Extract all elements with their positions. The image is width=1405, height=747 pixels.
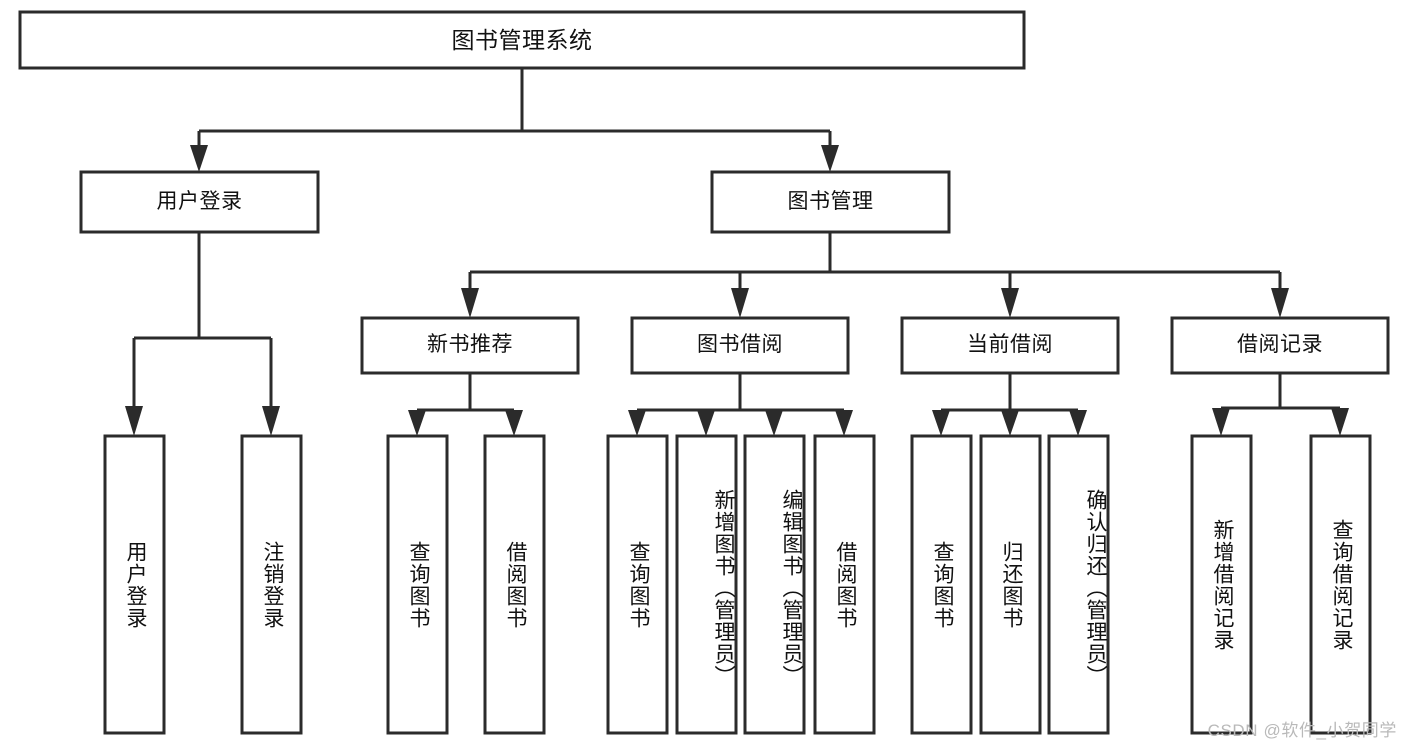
node-box-current-borrow[interactable] bbox=[900, 316, 1120, 375]
node-box-new-book-rec[interactable] bbox=[360, 316, 580, 375]
node-box-leaf-3[interactable] bbox=[386, 434, 449, 735]
node-box-leaf-8[interactable] bbox=[813, 434, 876, 735]
node-box-book-manage[interactable] bbox=[710, 170, 951, 234]
node-box-leaf-1[interactable] bbox=[103, 434, 166, 735]
connector-newbook-to-leaves bbox=[408, 373, 523, 436]
node-box-leaf-12[interactable] bbox=[1190, 434, 1253, 735]
connector-bookborrow-to-leaves bbox=[628, 373, 853, 436]
node-box-leaf-7[interactable] bbox=[743, 434, 806, 735]
connector-userlogin-to-leaves bbox=[125, 232, 280, 436]
node-box-leaf-10[interactable] bbox=[979, 434, 1042, 735]
node-box-root[interactable] bbox=[18, 10, 1026, 70]
node-box-leaf-2[interactable] bbox=[240, 434, 303, 735]
connector-root-to-level2 bbox=[190, 68, 839, 172]
node-box-book-borrow[interactable] bbox=[630, 316, 850, 375]
node-box-user-login[interactable] bbox=[79, 170, 320, 234]
connector-borrowrecord-to-leaves bbox=[1212, 373, 1349, 436]
watermark-text: CSDN @软件_小贺同学 bbox=[1207, 721, 1397, 740]
node-box-leaf-5[interactable] bbox=[606, 434, 669, 735]
node-box-leaf-4[interactable] bbox=[483, 434, 546, 735]
node-box-leaf-9[interactable] bbox=[910, 434, 973, 735]
node-box-leaf-11[interactable] bbox=[1047, 434, 1110, 735]
node-box-leaf-13[interactable] bbox=[1309, 434, 1372, 735]
node-box-leaf-6[interactable] bbox=[675, 434, 738, 735]
node-box-borrow-record[interactable] bbox=[1170, 316, 1390, 375]
connector-bookmanage-to-level3 bbox=[461, 232, 1289, 318]
connector-currentborrow-to-leaves bbox=[932, 373, 1087, 436]
